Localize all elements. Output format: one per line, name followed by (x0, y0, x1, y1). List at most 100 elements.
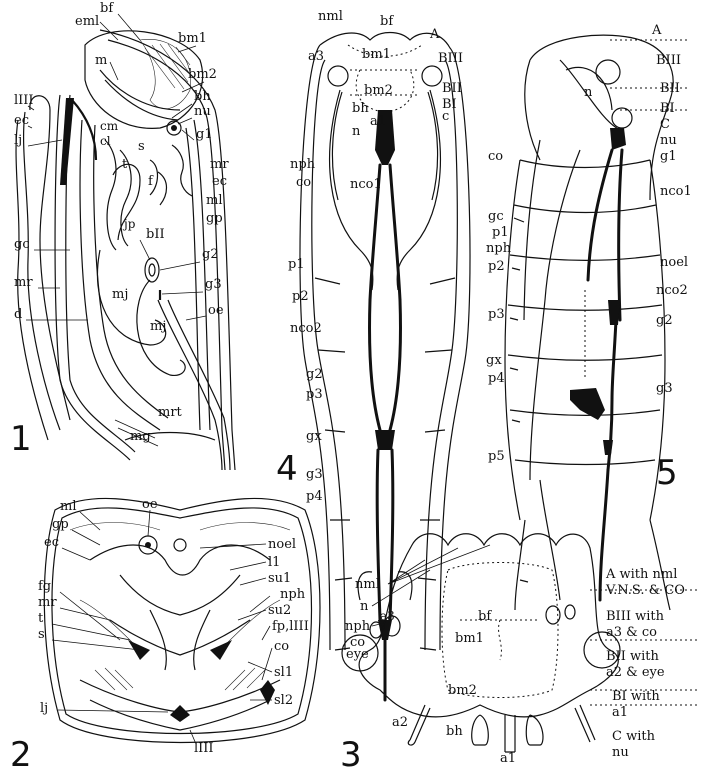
fig1-label-s: s (138, 139, 145, 154)
fig2-label-su1: su1 (268, 571, 291, 586)
fig1-label-jp: jp (122, 217, 136, 231)
fig4-label-co: co (296, 175, 311, 190)
fig2-label-sl2: sl2 (274, 693, 293, 708)
fig4-number: 4 (276, 449, 298, 489)
fig1-label-bm1: bm1 (178, 31, 207, 46)
fig5-label-nu: nu (660, 133, 677, 148)
fig4-label-A: A (429, 27, 440, 42)
fig1-label-mj-upper: mj (112, 287, 128, 302)
fig4-label-nml: nml (318, 9, 343, 24)
fig5-label-g1: g1 (660, 149, 677, 164)
fig1-label-lIII: lIII (14, 93, 34, 108)
fig4-label-p3: p3 (306, 387, 323, 402)
fig2-label-oe: oe (142, 497, 158, 512)
fig1-label-eml: eml (75, 14, 99, 29)
fig1-label-mj-lower: mj (150, 319, 166, 334)
fig3-number: 3 (340, 735, 362, 770)
fig5-label-n: n (584, 85, 593, 100)
legend-BI-line2: a1 (612, 705, 628, 720)
legend-BIII-line2: a3 & co (606, 625, 657, 640)
fig5-label-noel: noel (660, 255, 688, 270)
fig2-label-mr: mr (38, 595, 57, 610)
legend-C-line1: C with (612, 729, 656, 744)
fig4-label-p1: p1 (288, 257, 305, 272)
fig1-label-g1: g1 (196, 127, 213, 142)
fig2-label-l1: l1 (268, 555, 280, 570)
fig4-label-a3: a3 (308, 49, 324, 64)
fig3-label-bm1: bm1 (455, 631, 484, 646)
fig5-label-gx: gx (486, 353, 502, 368)
fig5-label-p1: p1 (492, 225, 509, 240)
fig2-label-ml: ml (60, 499, 77, 514)
legend-BIII-line1: BIII with (606, 609, 665, 624)
legend-BII-line1: BII with (606, 649, 659, 664)
fig1-label-g2: g2 (202, 247, 219, 262)
fig5-label-BII: BII (660, 81, 680, 96)
fig2-label-fp-lIII: fp,lIII (272, 619, 309, 634)
fig2-label-sl1: sl1 (274, 665, 293, 680)
fig1-label-gp: gp (206, 211, 223, 226)
fig3-label-a1: a1 (500, 751, 516, 766)
legend-A-line1: A with nml (605, 567, 677, 582)
fig4-label-p2: p2 (292, 289, 309, 304)
fig4-label-nph: nph (290, 157, 316, 172)
fig1-label-mg: mg (130, 429, 151, 444)
fig4-label-nco1: nco1 (350, 177, 382, 192)
fig4-label-bm2: bm2 (364, 83, 393, 98)
fig2-number: 2 (10, 735, 32, 770)
fig1-label-bh: bh (194, 89, 211, 104)
fig4-label-g3: g3 (306, 467, 323, 482)
fig5-label-g2: g2 (656, 313, 673, 328)
fig3-label-bf: bf (478, 609, 492, 624)
fig3-label-nml: nml (355, 577, 380, 592)
fig5-number: 5 (656, 453, 678, 493)
fig2-label-su2: su2 (268, 603, 291, 618)
legend-C-line2: nu (612, 745, 629, 760)
fig5-label-g3: g3 (656, 381, 673, 396)
fig3-label-nph: nph (345, 619, 371, 634)
fig5-label-gc: gc (488, 209, 504, 224)
fig3-label-a3: a3 (380, 609, 395, 623)
legend-BI-line1: BI with (612, 689, 660, 704)
legend-A-line2: V.N.S. & CO (605, 583, 685, 598)
fig4-label-a1: a1 (370, 114, 386, 129)
fig4-label-n: n (352, 124, 361, 139)
fig1-label-ec-left: ec (14, 113, 29, 128)
fig5-label-p2: p2 (488, 259, 505, 274)
fig1-number: 1 (10, 419, 32, 459)
fig1-label-f: f (148, 174, 154, 189)
fig4-label-c: c (442, 109, 449, 124)
fig1-label-cm: cm (100, 119, 119, 133)
fig1-label-ec: ec (212, 174, 227, 189)
figure-4-nervous-system-dorsal (300, 33, 470, 701)
fig3-label-bm2: bm2 (448, 683, 477, 698)
fig3-label-eye: eye (346, 647, 369, 662)
fig3-label-a2: a2 (392, 715, 408, 730)
fig3-label-bh: bh (446, 724, 463, 739)
fig5-label-co: co (488, 149, 503, 164)
fig5-label-p3: p3 (488, 307, 505, 322)
fig5-label-A: A (651, 23, 662, 38)
fig1-label-oe: oe (208, 303, 224, 318)
fig2-label-noel: noel (268, 537, 296, 552)
fig2-label-fg: fg (38, 579, 51, 594)
fig1-label-m: m (95, 53, 107, 68)
fig1-label-mr-left: mr (14, 275, 33, 290)
fig1-label-nu: nu (194, 104, 211, 119)
fig2-label-gp: gp (52, 517, 69, 532)
figure-2-labels: oe ml gp ec noel l1 su1 su2 fg mr t s np… (10, 497, 309, 770)
fig2-label-nph: nph (280, 587, 306, 602)
fig1-label-g3: g3 (205, 277, 222, 292)
fig1-label-t: t (122, 157, 128, 172)
fig2-label-t: t (38, 611, 44, 626)
fig1-label-gc: gc (14, 237, 30, 252)
fig1-label-ml: ml (206, 193, 223, 208)
fig2-label-lIII-bottom: lIII (194, 741, 214, 756)
fig5-label-nco1: nco1 (660, 184, 692, 199)
fig5-label-C: C (660, 117, 670, 132)
fig1-label-cl: cl (100, 134, 111, 148)
fig5-label-nph: nph (486, 241, 512, 256)
legend-BII-line2: a2 & eye (606, 665, 665, 680)
fig4-label-g2: g2 (306, 367, 323, 382)
